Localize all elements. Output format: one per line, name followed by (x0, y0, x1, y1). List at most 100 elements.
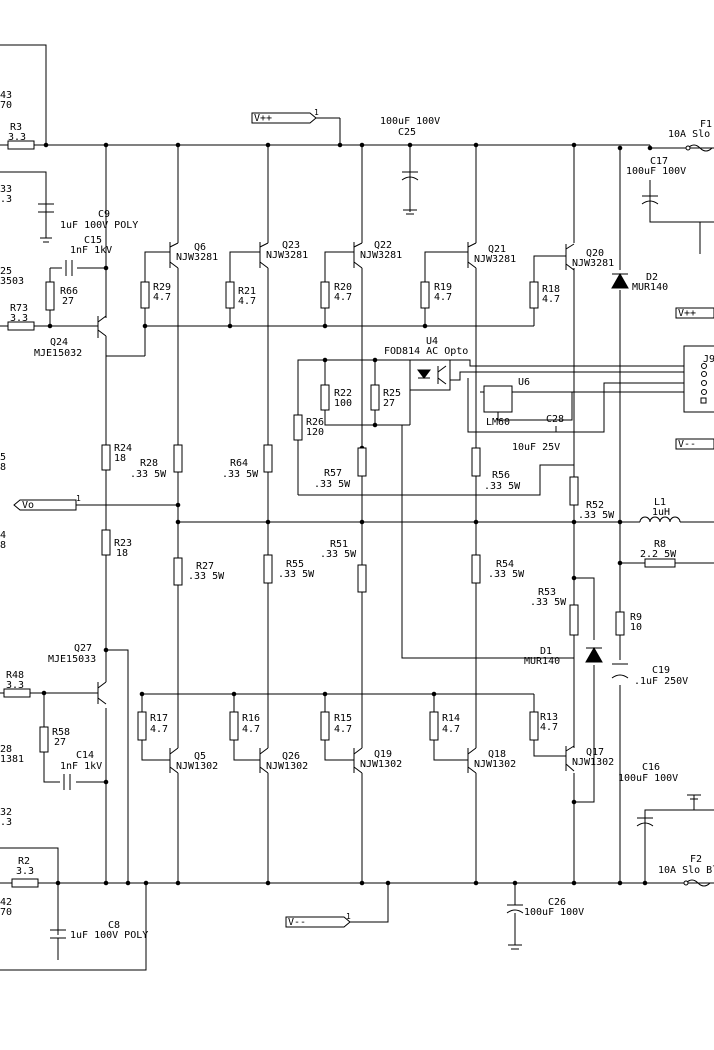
svg-text:4.7: 4.7 (542, 294, 560, 305)
svg-text:MJE15032: MJE15032 (34, 348, 82, 359)
capacitor-c16: C16 100uF 100V (618, 762, 701, 827)
svg-text:R13: R13 (540, 712, 558, 723)
svg-text:V--: V-- (678, 439, 696, 450)
svg-text:100: 100 (334, 398, 352, 409)
svg-text:R66: R66 (60, 286, 78, 297)
svg-text:R15: R15 (334, 713, 352, 724)
svg-text:.33 5W: .33 5W (188, 571, 225, 582)
svg-text:R55: R55 (286, 559, 304, 570)
resistor-r58: R58 27 (39, 726, 70, 753)
svg-text:R73: R73 (10, 303, 28, 314)
svg-text:U6: U6 (518, 377, 530, 388)
resistor-r26: R26 120 (293, 414, 324, 441)
capacitor-c15: C15 1nF 1kV (65, 235, 112, 276)
transistor-q20: Q20 NJW3281 (557, 243, 614, 271)
svg-text:10uF 25V: 10uF 25V (512, 442, 560, 453)
svg-text:R58: R58 (52, 727, 70, 738)
svg-text:R52: R52 (586, 500, 604, 511)
capacitor-c9: C9 1uF 100V POLY (38, 203, 138, 243)
svg-text:R16: R16 (242, 713, 260, 724)
transistor-q26: Q26 NJW1302 (252, 747, 308, 774)
svg-text:NJW3281: NJW3281 (176, 252, 218, 263)
svg-text:3503: 3503 (0, 276, 24, 287)
svg-text:D1: D1 (540, 646, 552, 657)
svg-text:4.7: 4.7 (150, 724, 168, 735)
svg-text:NJW1302: NJW1302 (266, 761, 308, 772)
resistor-r16: R16 4.7 (229, 711, 260, 741)
svg-text:1nF 1kV: 1nF 1kV (70, 245, 112, 256)
svg-text:R53: R53 (538, 587, 556, 598)
resistor-r54: R54 .33 5W (471, 554, 525, 584)
resistor-r23: R23 18 (101, 529, 132, 559)
resistor-r57: R57 .33 5W (314, 447, 367, 490)
resistor-r73: R73 3.3 (7, 303, 35, 331)
svg-text:NJW3281: NJW3281 (266, 250, 308, 261)
svg-text:1: 1 (76, 494, 81, 503)
svg-text:C15: C15 (84, 235, 102, 246)
svg-text:.33 5W: .33 5W (530, 597, 567, 608)
svg-text:43: 43 (0, 90, 12, 101)
svg-text:120: 120 (306, 427, 324, 438)
svg-text:F1: F1 (700, 119, 712, 130)
svg-text:R51: R51 (330, 539, 348, 550)
svg-text:U4: U4 (426, 336, 438, 347)
resistor-r56: R56 .33 5W (471, 447, 521, 492)
svg-text:27: 27 (62, 296, 74, 307)
diode-d2: D2 MUR140 (611, 272, 668, 293)
transistor-q24: Q24 MJE15032 (34, 315, 107, 359)
svg-text:1: 1 (346, 912, 351, 921)
svg-text:4.7: 4.7 (434, 292, 452, 303)
svg-text:4.7: 4.7 (334, 724, 352, 735)
svg-text:R19: R19 (434, 282, 452, 293)
resistor-r8: R8 2.2 5W (640, 539, 677, 568)
svg-text:C28: C28 (546, 414, 564, 425)
svg-text:70: 70 (0, 907, 12, 918)
svg-text:MUR140: MUR140 (524, 656, 560, 667)
svg-text:C8: C8 (108, 920, 120, 931)
svg-text:.3: .3 (0, 194, 12, 205)
resistor-r53: R53 .33 5W (530, 587, 579, 636)
svg-text:R29: R29 (153, 282, 171, 293)
svg-text:4.7: 4.7 (242, 724, 260, 735)
svg-text:R23: R23 (114, 538, 132, 549)
svg-text:R24: R24 (114, 443, 132, 454)
svg-text:R22: R22 (334, 388, 352, 399)
svg-text:C26: C26 (548, 897, 566, 908)
svg-text:C17: C17 (650, 156, 668, 167)
svg-text:Q21: Q21 (488, 244, 506, 255)
svg-text:C16: C16 (642, 762, 660, 773)
resistor-r22: R22 100 (320, 384, 352, 411)
resistor-r48: R48 3.3 (3, 670, 31, 698)
svg-text:R25: R25 (383, 388, 401, 399)
connector-j9: J9 (683, 345, 714, 413)
net-vmm-right: V-- (675, 438, 714, 450)
svg-text:C25: C25 (398, 127, 416, 138)
svg-text:28: 28 (0, 744, 12, 755)
transistor-q21: Q21 NJW3281 (460, 242, 516, 269)
svg-text:R64: R64 (230, 458, 248, 469)
svg-text:1uH: 1uH (652, 507, 670, 518)
resistor-r13: R13 4.7 (529, 711, 558, 741)
sensor-u6: U6 LM60 (483, 377, 530, 428)
svg-text:Q17: Q17 (586, 747, 604, 758)
svg-text:NJW3281: NJW3281 (572, 258, 614, 269)
resistor-r28: R28 .33 5W (130, 444, 183, 480)
svg-text:NJW1302: NJW1302 (360, 759, 402, 770)
capacitor-c14: C14 1nF 1kV (60, 750, 102, 790)
svg-text:8: 8 (0, 462, 6, 473)
svg-text:Q23: Q23 (282, 240, 300, 251)
svg-text:R26: R26 (306, 417, 324, 428)
resistor-r17: R17 4.7 (137, 711, 168, 741)
svg-text:.33 5W: .33 5W (488, 569, 525, 580)
resistor-r14: R14 4.7 (429, 711, 460, 741)
resistor-r66: R66 27 (45, 281, 78, 311)
capacitor-c28: C28 10uF 25V (512, 414, 564, 453)
svg-text:5: 5 (0, 452, 6, 463)
svg-text:18: 18 (114, 453, 126, 464)
svg-text:NJW1302: NJW1302 (176, 761, 218, 772)
svg-text:R9: R9 (630, 612, 642, 623)
svg-text:27: 27 (54, 737, 66, 748)
resistor-r24: R24 18 (101, 443, 132, 471)
svg-text:MUR140: MUR140 (632, 282, 668, 293)
